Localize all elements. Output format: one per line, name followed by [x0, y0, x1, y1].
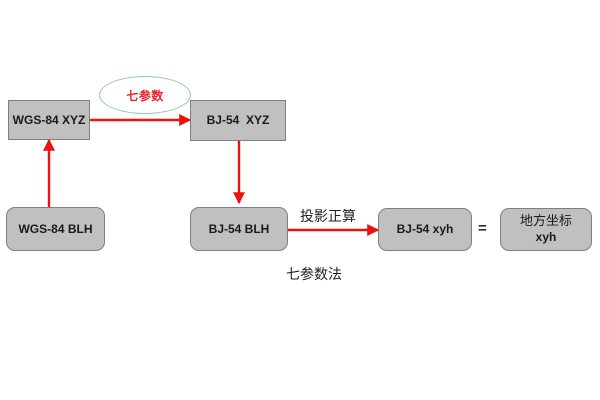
- node-bj54-xyh[interactable]: BJ-54 xyh: [378, 208, 472, 251]
- projection-forward-label: 投影正算: [300, 209, 356, 225]
- node-bj54-xyz[interactable]: BJ-54 XYZ: [190, 100, 286, 141]
- node-local-coordinate-label-primary: 地方坐标: [519, 213, 572, 229]
- seven-parameter-ellipse-label: 七参数: [126, 88, 164, 103]
- node-bj54-blh-label: BJ-54 BLH: [208, 221, 270, 236]
- diagram-caption: 七参数法: [286, 267, 342, 283]
- node-local-coordinate-label-secondary: xyh: [535, 230, 557, 245]
- node-local-coordinate[interactable]: 地方坐标 xyh: [500, 208, 592, 251]
- node-bj54-blh[interactable]: BJ-54 BLH: [190, 207, 288, 251]
- node-wgs84-blh[interactable]: WGS-84 BLH: [6, 207, 105, 251]
- node-wgs84-xyz[interactable]: WGS-84 XYZ: [8, 100, 90, 140]
- node-bj54-xyh-label: BJ-54 xyh: [396, 222, 454, 236]
- seven-parameter-ellipse: 七参数: [99, 76, 191, 114]
- equals-sign: =: [478, 220, 487, 237]
- node-bj54-xyz-label: BJ-54 XYZ: [206, 113, 270, 127]
- node-wgs84-xyz-label: WGS-84 XYZ: [12, 112, 86, 127]
- node-wgs84-blh-label: WGS-84 BLH: [18, 221, 93, 236]
